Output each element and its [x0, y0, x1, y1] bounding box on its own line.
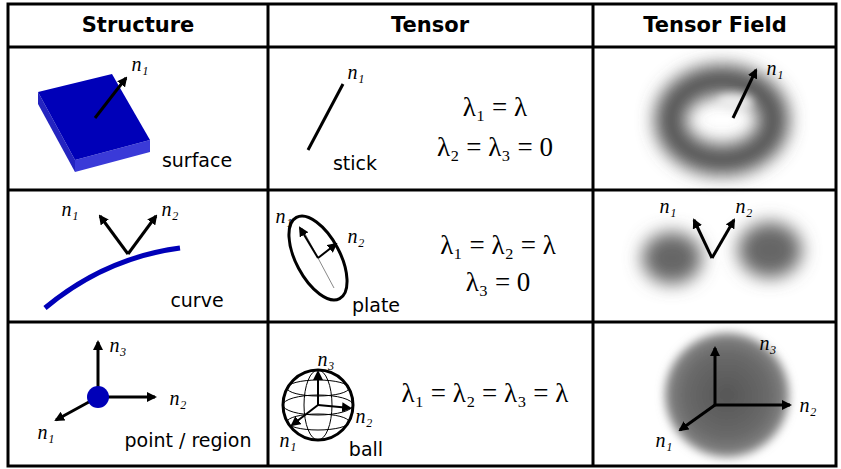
eigenvalue-equation: λ₁ = λ₂ = λ₃ = λ: [402, 379, 569, 409]
eigenvalue-equation: λ₃ = 0: [466, 268, 531, 298]
normal-arrow: [128, 216, 156, 254]
eigenvalue-equation: λ₁ = λ₂ = λ: [440, 231, 556, 261]
vector-label: n₁: [767, 57, 784, 79]
vector-label: n₂: [162, 198, 179, 220]
vector-label: n₂: [356, 405, 373, 427]
vector-label: n₁: [656, 429, 673, 451]
tensor-name: plate: [352, 295, 400, 316]
normal-arrow: [100, 216, 128, 254]
vector-label: n₂: [736, 195, 753, 217]
vector-label: n₂: [170, 387, 187, 409]
column-header: Tensor Field: [643, 14, 786, 37]
structure-name: surface: [162, 150, 232, 171]
vector-label: n₂: [800, 394, 817, 416]
structure-name: point / region: [124, 430, 251, 451]
curve-line: [45, 248, 180, 308]
vector-label: n₁: [38, 421, 55, 443]
structure-name: curve: [170, 290, 223, 311]
vector-label: n₁: [276, 205, 293, 227]
column-header: Structure: [82, 14, 195, 37]
normal-arrow: [714, 348, 717, 405]
vector-label: n₁: [62, 198, 79, 220]
normal-arrow: [712, 220, 734, 258]
field-hole: [717, 94, 753, 110]
table-grid: [8, 4, 836, 466]
normal-arrow: [733, 70, 756, 118]
normal-arrow: [95, 78, 126, 118]
normal-arrow: [715, 404, 790, 407]
vector-label: n₁: [280, 429, 297, 451]
vector-label: n₃: [318, 348, 335, 370]
vector-label: n₁: [132, 53, 149, 75]
tensor-name: stick: [333, 153, 377, 174]
vector-label: n₃: [760, 332, 777, 354]
eigenvalue-equation: λ₂ = λ₃ = 0: [437, 133, 553, 163]
stick-field: [670, 80, 774, 160]
stick-tensor: [308, 84, 343, 150]
vector-label: n₂: [348, 225, 365, 247]
surface-slab: [38, 74, 150, 172]
vector-label: n₁: [348, 61, 365, 83]
eigenvalue-equation: λ₁ = λ: [463, 93, 527, 123]
point-dot: [87, 386, 109, 408]
normal-arrow: [694, 220, 712, 258]
tensor-name: ball: [349, 439, 383, 460]
vector-label: n₃: [110, 334, 127, 356]
normal-arrow: [680, 405, 715, 430]
plate-field: [642, 222, 802, 284]
ball-field: [665, 333, 789, 457]
vector-label: n₁: [660, 195, 677, 217]
column-header: Tensor: [391, 14, 469, 37]
